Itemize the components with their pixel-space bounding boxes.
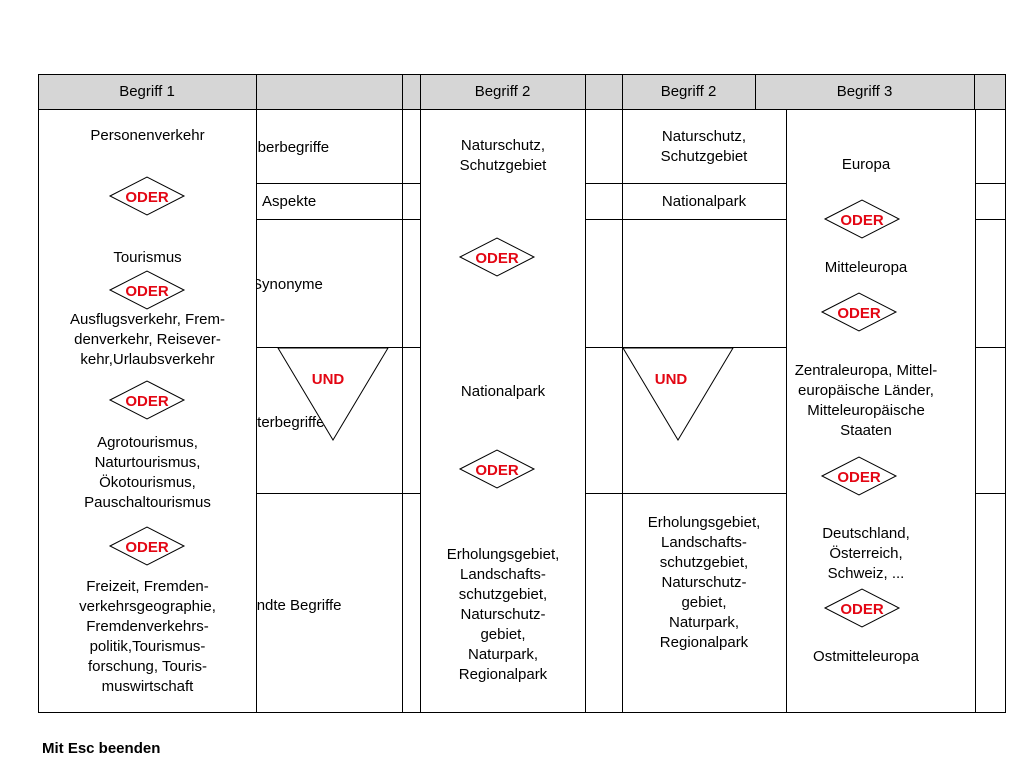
row-line: [256, 493, 1006, 494]
oder-diamond-col1-3: ODER: [108, 380, 186, 420]
oder-label: ODER: [125, 189, 169, 206]
oder-label: ODER: [837, 305, 881, 322]
col4-text-4: Deutschland, Österreich, Schweiz, ...: [822, 525, 910, 582]
oder-diamond-col2-2: ODER: [458, 449, 536, 489]
header-row: [38, 74, 1006, 110]
header-divider: [585, 74, 586, 110]
oder-label: ODER: [125, 539, 169, 556]
col2-text-1: Naturschutz, Schutzgebiet: [459, 137, 547, 174]
row-line: [256, 183, 1006, 184]
header-divider: [402, 74, 403, 110]
col4-text-5: Ostmitteleuropa: [813, 648, 919, 665]
header-divider: [622, 74, 623, 110]
oder-label: ODER: [475, 462, 519, 479]
col-line: [622, 109, 623, 713]
oder-label: ODER: [840, 212, 884, 229]
row-label-synonyme: Synonyme: [252, 276, 323, 293]
col4-text-3: Zentraleuropa, Mittel- europäische Lände…: [794, 362, 938, 439]
und-label: UND: [655, 371, 688, 388]
oder-diamond-col1-1: ODER: [108, 176, 186, 216]
header-begriff-3: Begriff 3: [836, 83, 893, 100]
header-begriff-1: Begriff 1: [119, 83, 175, 100]
oder-diamond-col1-4: ODER: [108, 526, 186, 566]
exit-hint: Mit Esc beenden: [42, 740, 161, 757]
header-divider: [755, 74, 756, 110]
oder-diamond-col2-1: ODER: [458, 237, 536, 277]
col-line: [402, 109, 403, 713]
row-line: [256, 219, 1006, 220]
column-begriff-2a: [420, 109, 586, 713]
oder-diamond-col1-2: ODER: [108, 270, 186, 310]
oder-label: ODER: [475, 250, 519, 267]
row-label-unterbegriffe: Unterbegriffe: [238, 414, 325, 431]
col3-text-3: Erholungsgebiet, Landschafts- schutzgebi…: [647, 514, 761, 651]
oder-label: ODER: [837, 469, 881, 486]
col1-text-3: Ausflugsverkehr, Frem- denverkehr, Reise…: [69, 311, 226, 368]
header-divider: [256, 74, 257, 110]
oder-label: ODER: [840, 601, 884, 618]
header-divider: [420, 74, 421, 110]
und-label: UND: [312, 371, 345, 388]
header-divider: [974, 74, 975, 110]
oder-diamond-col4-1: ODER: [823, 199, 901, 239]
oder-label: ODER: [125, 283, 169, 300]
col1-text-2: Tourismus: [113, 249, 182, 266]
oder-diamond-col4-4: ODER: [823, 588, 901, 628]
col2-text-3: Erholungsgebiet, Landschafts- schutzgebi…: [446, 546, 560, 683]
row-label-oberbegriffe: Oberbegriffe: [246, 139, 330, 156]
col4-text-2: Mitteleuropa: [824, 259, 908, 276]
col3-text-2: Nationalpark: [661, 193, 747, 210]
row-label-aspekte: Aspekte: [262, 193, 317, 210]
col1-text-1: Personenverkehr: [90, 127, 205, 144]
col3-text-1: Naturschutz, Schutzgebiet: [660, 128, 748, 165]
col4-text-1: Europa: [841, 156, 891, 173]
oder-label: ODER: [125, 393, 169, 410]
oder-diamond-col4-2: ODER: [820, 292, 898, 332]
und-triangle-1: UND: [277, 347, 389, 441]
oder-diamond-col4-3: ODER: [820, 456, 898, 496]
col2-text-2: Nationalpark: [460, 383, 546, 400]
header-begriff-2a: Begriff 2: [474, 83, 531, 100]
col1-text-5: Freizeit, Fremden- verkehrsgeographie, F…: [79, 578, 216, 695]
und-triangle-2: UND: [622, 347, 734, 441]
header-begriff-2b: Begriff 2: [660, 83, 717, 100]
col1-text-4: Agrotourismus, Naturtourismus, Ökotouris…: [84, 434, 211, 511]
